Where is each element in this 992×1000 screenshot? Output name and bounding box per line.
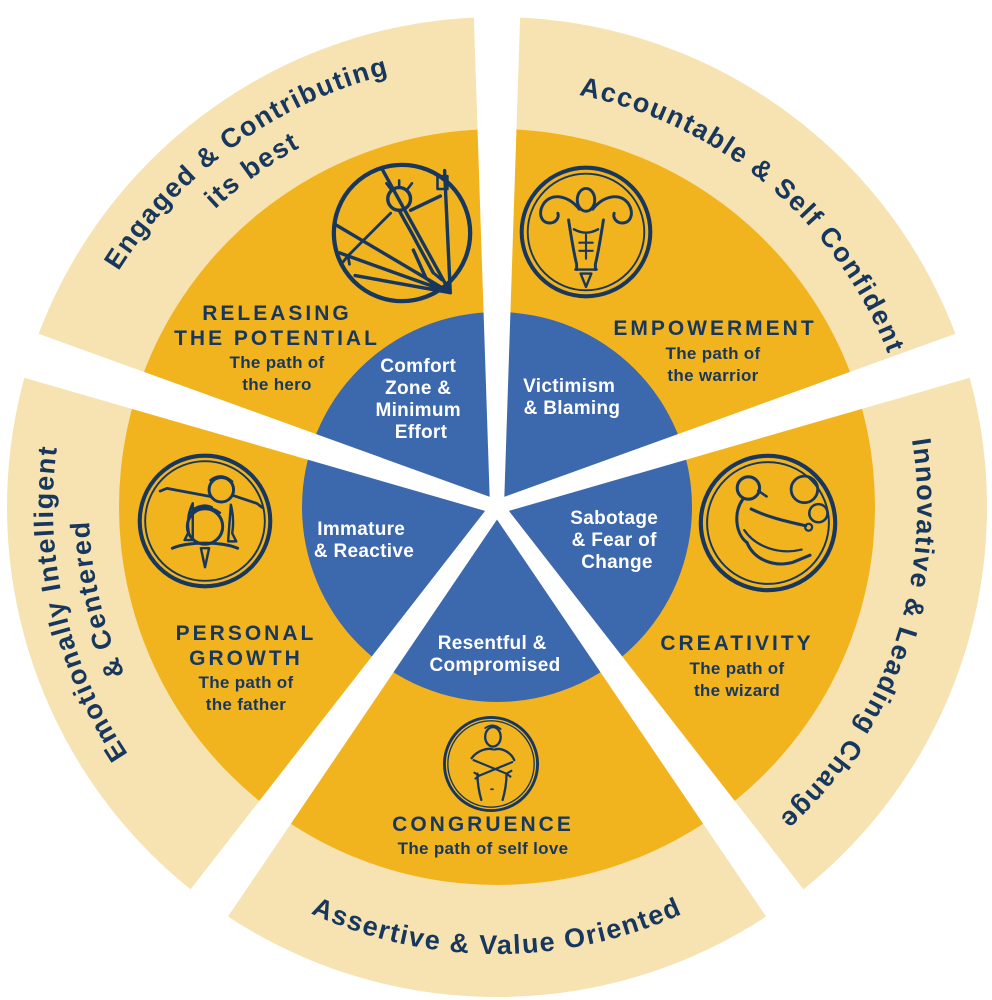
sub-path-of-wizard-2: the wizard — [694, 681, 780, 700]
title-growth: GROWTH — [189, 647, 303, 670]
inner-comfort-l3: Minimum — [375, 400, 461, 421]
title-the-potential: THE POTENTIAL — [174, 327, 380, 350]
sector-releasing-potential: RELEASING THE POTENTIAL The path of the … — [174, 302, 380, 394]
divider-lower-left — [174, 502, 503, 938]
title-personal: PERSONAL — [176, 622, 317, 645]
inner-victimism-l1: Victimism — [523, 376, 615, 397]
inner-immature-l2: & Reactive — [314, 541, 414, 562]
inner-sabotage-l1: Sabotage — [570, 508, 658, 529]
sector-title-blocks: RELEASING THE POTENTIAL The path of the … — [174, 302, 816, 858]
inner-resentful-l2: Compromised — [429, 655, 560, 676]
title-congruence: CONGRUENCE — [392, 813, 574, 836]
title-empowerment: EMPOWERMENT — [613, 317, 816, 340]
sub-path-of-warrior-2: the warrior — [667, 366, 758, 385]
self-hug-icon — [442, 715, 540, 813]
sector-congruence: CONGRUENCE The path of self love — [392, 813, 574, 858]
divider-lower-right — [491, 502, 820, 938]
inner-sabotage-l3: Change — [581, 552, 652, 573]
divider-upper-left — [0, 325, 500, 514]
divider-upper-right — [494, 325, 992, 514]
inner-immature-l1: Immature — [317, 519, 405, 540]
inner-resentful-l1: Resentful & — [438, 633, 547, 654]
warrior-flex-icon — [519, 165, 653, 299]
sub-path-of-warrior-1: The path of — [666, 344, 761, 363]
sub-path-of-father-2: the father — [206, 695, 287, 714]
sector-personal-growth: PERSONAL GROWTH The path of the father — [176, 622, 317, 714]
sub-path-of-hero-1: The path of — [230, 353, 325, 372]
inner-resentful: Resentful & Compromised — [429, 633, 560, 676]
sector-dividers — [0, 0, 992, 938]
divider-top — [473, 0, 521, 507]
inner-comfort-l4: Effort — [395, 422, 448, 443]
inner-comfort-l1: Comfort — [380, 356, 456, 377]
hero-zipline-icon — [331, 162, 473, 304]
title-creativity: CREATIVITY — [660, 632, 813, 655]
inner-comfort-l2: Zone & — [385, 378, 451, 399]
sub-path-of-selflove: The path of self love — [398, 839, 569, 858]
title-releasing: RELEASING — [202, 302, 352, 325]
inner-sabotage: Sabotage & Fear of Change — [570, 508, 664, 573]
sub-path-of-father-1: The path of — [199, 673, 294, 692]
inner-victimism-l2: & Blaming — [524, 398, 621, 419]
sub-path-of-wizard-1: The path of — [690, 659, 785, 678]
sector-empowerment: EMPOWERMENT The path of the warrior — [613, 317, 816, 385]
inner-immature: Immature & Reactive — [314, 519, 414, 562]
inner-victimism: Victimism & Blaming — [523, 376, 621, 419]
inner-circle-labels: Comfort Zone & Minimum Effort Victimism … — [314, 356, 664, 676]
inner-comfort-zone: Comfort Zone & Minimum Effort — [375, 356, 466, 443]
sub-path-of-hero-2: the hero — [242, 375, 311, 394]
father-child-icon — [137, 453, 273, 589]
sector-creativity: CREATIVITY The path of the wizard — [660, 632, 813, 700]
inner-sabotage-l2: & Fear of — [572, 530, 657, 551]
wizard-bubbles-icon — [698, 453, 838, 593]
